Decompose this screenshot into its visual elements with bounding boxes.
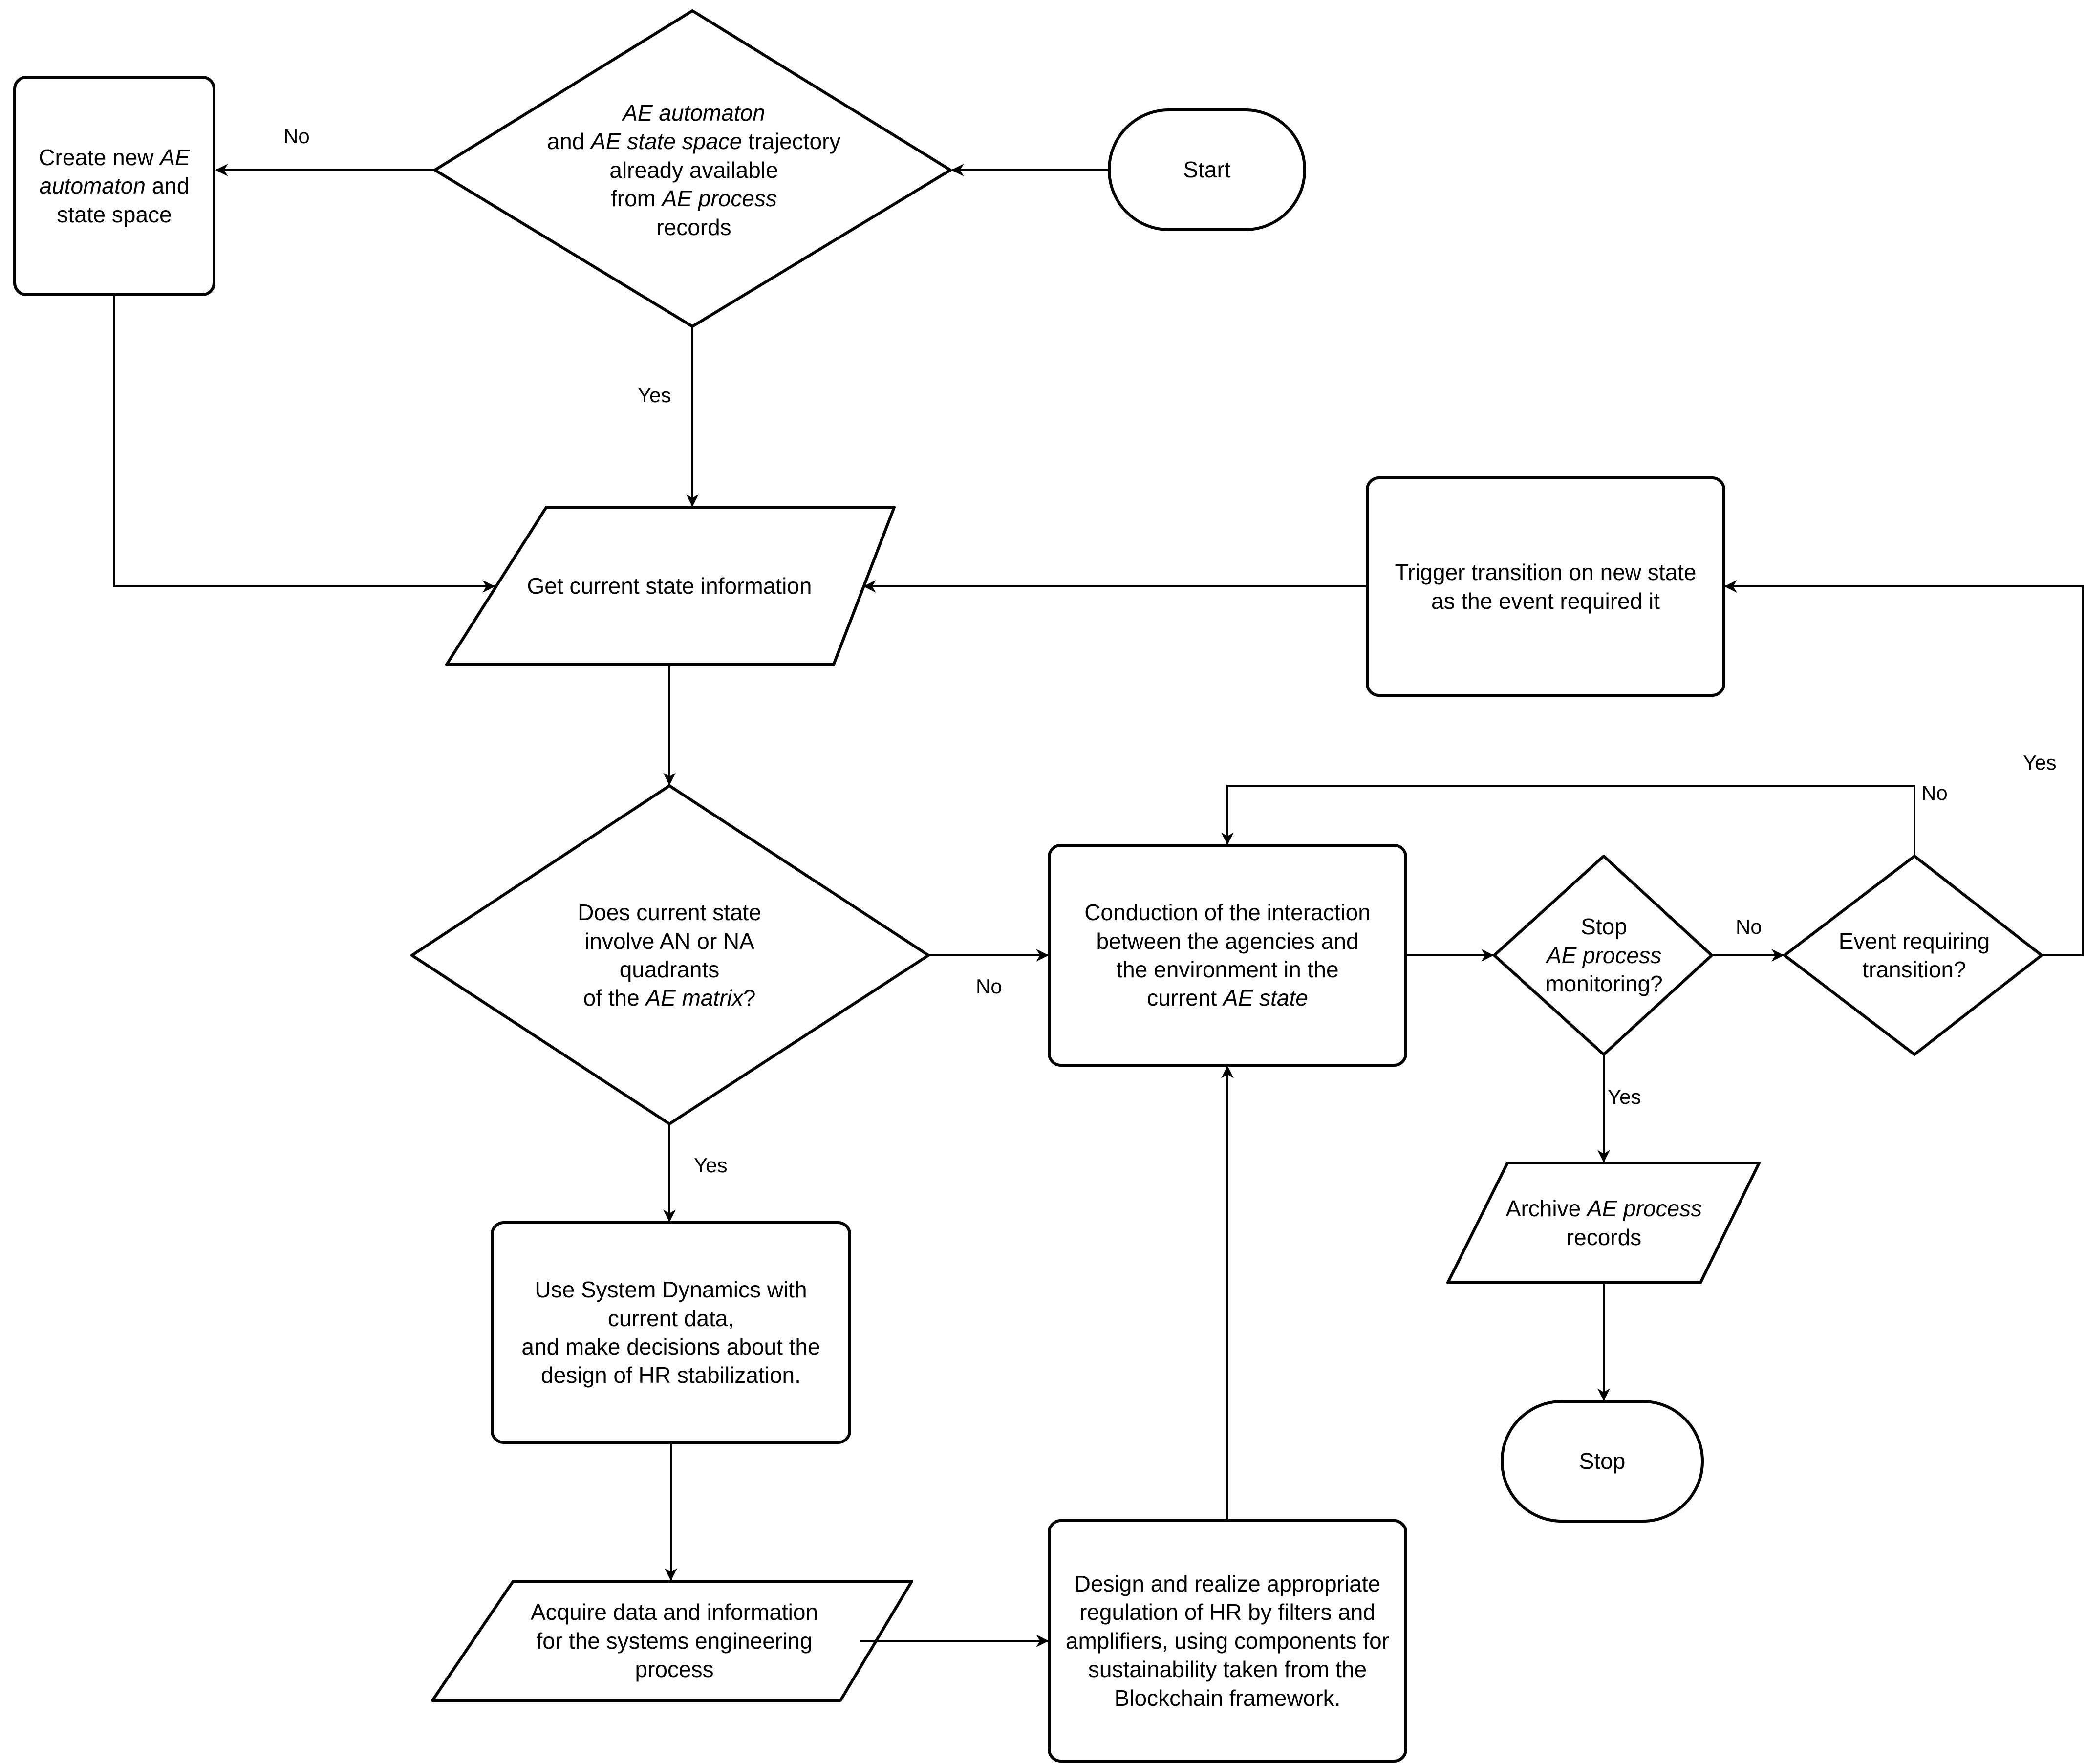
label-line: for the systems engineering <box>536 1628 813 1654</box>
decision-automaton-label: AE automaton and AE state space trajector… <box>528 92 860 248</box>
design-regulation-label: Design and realize appropriate regulation… <box>1049 1521 1406 1761</box>
label-line: between the agencies and <box>1096 928 1359 954</box>
acquire-data-parallelogram <box>431 1580 913 1702</box>
label-line: process <box>635 1656 714 1682</box>
label-line: Archive AE process <box>1505 1196 1702 1222</box>
label-line: AE automaton <box>623 100 765 126</box>
label-line: records <box>1566 1224 1642 1250</box>
label-line: Use System Dynamics with <box>535 1277 807 1303</box>
get-state-label: Get current state information <box>469 507 870 665</box>
label-line: current AE state <box>1147 985 1308 1011</box>
edge-label-stopmon-yes: Yes <box>1608 1085 1641 1108</box>
label-line: Stop <box>1579 1448 1626 1474</box>
label-line: design of HR stabilization. <box>541 1362 801 1388</box>
label-line: Start <box>1183 157 1231 183</box>
edge-label-d1-yes: Yes <box>638 384 671 407</box>
arrow-create-to-getstate <box>113 295 495 593</box>
label-line: Does current state <box>578 900 761 925</box>
conduct-interaction-label: Conduction of the interaction between the… <box>1049 845 1406 1065</box>
label-line: the environment in the <box>1116 957 1339 982</box>
archive-parallelogram <box>1446 1162 1761 1284</box>
label-line: current data, <box>607 1305 734 1331</box>
label-line: sustainability taken from the <box>1088 1656 1367 1682</box>
edge-label-d1-no: No <box>283 125 310 148</box>
label-line: Event requiring <box>1838 928 1990 954</box>
label-line: and make decisions about the <box>521 1334 820 1359</box>
label-line: regulation of HR by filters and <box>1079 1599 1376 1625</box>
edge-label-d2-yes: Yes <box>694 1154 728 1177</box>
label-line: monitoring? <box>1545 971 1663 997</box>
label-line: Design and realize appropriate <box>1074 1570 1381 1596</box>
label-line: Get current state information <box>527 573 812 599</box>
trigger-transition-label: Trigger transition on new state as the ev… <box>1367 478 1724 695</box>
label-line: transition? <box>1862 957 1966 982</box>
label-line: Conduction of the interaction <box>1084 900 1371 925</box>
decision-event-transition <box>1783 855 2043 1056</box>
label-line: Trigger transition on new state <box>1395 559 1697 585</box>
label-line: Acquire data and information <box>530 1599 818 1625</box>
label-line: involve AN or NA <box>584 928 754 954</box>
edge-label-d2-no: No <box>976 975 1002 998</box>
edge-label-stopmon-no: No <box>1736 915 1762 938</box>
get-state-parallelogram <box>445 506 896 666</box>
label-line: records <box>656 214 731 240</box>
label-line: Create new AE <box>39 144 190 170</box>
label-line: from AE process <box>611 186 777 212</box>
arrow-event-no-to-conduct <box>1221 785 1915 856</box>
stop-terminal <box>1501 1400 1704 1523</box>
label-line: Stop <box>1581 914 1627 940</box>
decision-quadrants-label: Does current state involve AN or NA quadra… <box>494 870 845 1041</box>
label-line: quadrants <box>619 957 720 982</box>
acquire-data-label: Acquire data and information for the syst… <box>454 1581 894 1700</box>
event-transition-label: Event requiring transition? <box>1793 909 2035 1002</box>
label-line: and AE state space trajectory <box>547 129 841 154</box>
stop-label: Stop <box>1502 1401 1702 1521</box>
label-line: AE process <box>1546 942 1662 968</box>
arrow-event-yes-to-trigger <box>1724 580 2084 956</box>
label-line: already available <box>609 157 778 183</box>
label-line: Blockchain framework. <box>1114 1685 1341 1711</box>
label-line: as the event required it <box>1431 588 1660 614</box>
label-line: automaton and <box>39 173 190 199</box>
label-line: of the AE matrix? <box>583 985 756 1011</box>
edge-label-event-yes: Yes <box>2023 751 2057 774</box>
label-line: state space <box>57 201 172 227</box>
label-line: amplifiers, using components for <box>1065 1628 1390 1654</box>
edge-label-event-no: No <box>1921 781 1948 804</box>
start-label: Start <box>1109 110 1305 230</box>
